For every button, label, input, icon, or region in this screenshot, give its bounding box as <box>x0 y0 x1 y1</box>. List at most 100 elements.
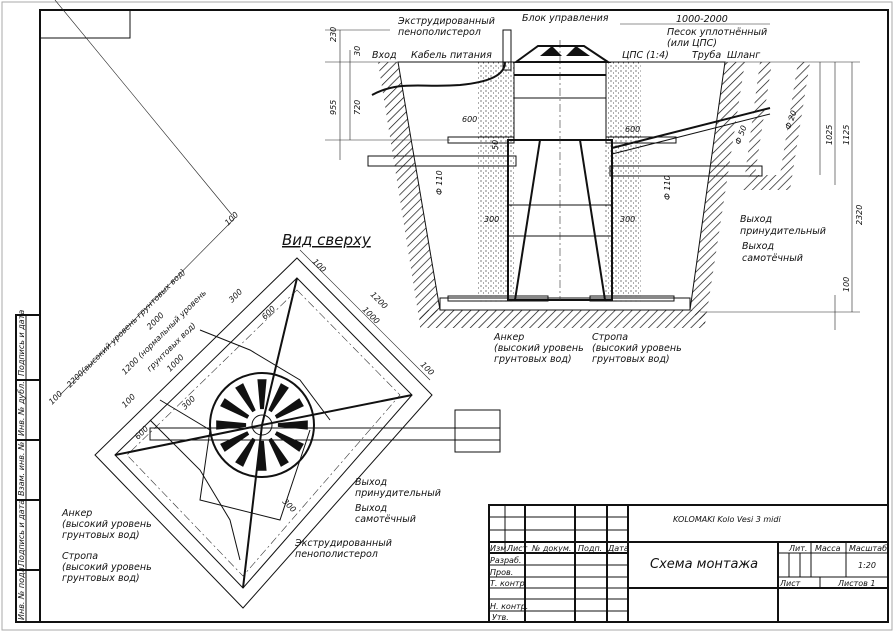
forced-outlet-label: Выход <box>740 214 772 225</box>
lid-spoke <box>274 398 304 419</box>
dim: 1000 <box>361 305 382 326</box>
header-cell: Лист <box>506 544 528 553</box>
outlet-pipe-top <box>149 427 501 441</box>
gravity-outlet-label: Выход <box>742 241 774 252</box>
control-unit-label: Блок управления <box>522 13 609 24</box>
lid-spoke <box>220 431 250 452</box>
role-cell: Пров. <box>490 568 513 577</box>
sling-label: (высокий уровень <box>62 562 152 573</box>
dim: 300 <box>620 215 635 224</box>
tank-lid <box>512 45 612 63</box>
sling-label: грунтовых вод) <box>62 573 140 584</box>
dim: 600 <box>462 115 477 124</box>
anchor-label: Анкер <box>493 332 524 343</box>
anchor-label: грунтовых вод) <box>494 354 572 365</box>
dim: 100 <box>311 257 328 274</box>
sand-backfill <box>397 61 726 311</box>
anchor-label: грунтовых вод) <box>62 530 140 541</box>
foam-label: пенополистерол <box>295 549 378 560</box>
tank-lid-top <box>209 372 315 478</box>
mass-label: Масса <box>815 544 841 553</box>
dim: 1025 <box>825 125 834 145</box>
dim: 600 <box>260 304 277 321</box>
dim: 50 <box>491 140 500 150</box>
dim: Ф 50 <box>733 124 748 146</box>
dim: 230 <box>329 27 338 42</box>
anchor-label: (высокий уровень <box>62 519 152 530</box>
lid-spoke <box>268 437 289 467</box>
soil-hatch <box>420 310 705 328</box>
dim: 300 <box>484 215 499 224</box>
side-strip: Подпись и дата Инв. № дубл. Взам. инв. №… <box>15 310 41 623</box>
inlet-pipe <box>367 155 517 167</box>
dim: 30 <box>353 46 362 56</box>
sand-label: (или ЦПС) <box>667 38 717 49</box>
dim: Ф 110 <box>663 175 672 200</box>
title-block: KOLOMAKI Kolo Vesi 3 midi Изм. Лист № до… <box>488 504 889 623</box>
role-cell: Разраб. <box>490 556 521 565</box>
sling-label: Стропа <box>62 551 98 562</box>
header-cell: Подп. <box>578 544 602 553</box>
gravity-outlet-label: Выход <box>355 503 387 514</box>
dim: 100 <box>419 360 436 377</box>
header-cell: Изм. <box>490 544 509 553</box>
lid-spoke <box>274 431 304 452</box>
outlet-pipe <box>609 165 763 177</box>
dim: 100 <box>120 392 137 409</box>
sling-label: (высокий уровень <box>592 343 682 354</box>
sand-label: Песок уплотнённый <box>667 27 767 38</box>
sling-label: грунтовых вод) <box>592 354 670 365</box>
dim: 600 <box>133 424 150 441</box>
cps-label: ЦПС (1:4) <box>622 50 669 61</box>
control-unit <box>502 29 512 71</box>
soil-hatch <box>378 62 440 325</box>
lid-spoke <box>257 440 267 471</box>
header-cell: № докум. <box>531 544 571 553</box>
lit-label: Лит. <box>788 544 807 553</box>
scale-label: Масштаб <box>849 544 887 553</box>
soil-hatch <box>690 62 745 325</box>
side-label: Подпись и дата <box>17 500 26 566</box>
dim: 955 <box>329 100 338 115</box>
power-cable <box>371 61 506 96</box>
lid-spoke <box>216 420 247 430</box>
lid-spoke <box>268 383 289 413</box>
foam-label: пенополистерол <box>398 27 481 38</box>
dim: 720 <box>353 100 362 115</box>
lid-spoke <box>235 437 256 467</box>
dim: 100 <box>223 210 240 227</box>
hose-label: Шланг <box>727 50 761 61</box>
pit-outline <box>94 257 433 609</box>
anchor-label: (высокий уровень <box>494 343 584 354</box>
foam-label: Экструдированный <box>294 538 392 549</box>
header-cell: Дата <box>607 544 629 553</box>
dim: 1125 <box>842 125 851 145</box>
foam-insulation <box>605 136 677 144</box>
dim: Ф 110 <box>435 170 444 195</box>
dim: 1200 <box>369 290 390 311</box>
cps-fill <box>605 62 641 302</box>
dim: 2320 <box>855 205 864 225</box>
dim: 300 <box>227 287 244 304</box>
sling <box>114 423 264 589</box>
distance-dim: 1000-2000 <box>676 14 728 25</box>
dim: 1200 (нормальный уровень <box>120 288 208 376</box>
role-cell: Н. контр. <box>490 602 528 611</box>
side-label: Инв. № дубл. <box>17 381 26 436</box>
anchor-label: Анкер <box>61 508 92 519</box>
lid-spoke <box>235 383 256 413</box>
sling-label: Стропа <box>592 332 628 343</box>
scale-value: 1:20 <box>858 561 876 570</box>
foam-label: Экструдированный <box>397 16 495 27</box>
gravity-outlet-label: самотёчный <box>355 514 416 525</box>
section-view: Экструдированный пенополистерол Блок упр… <box>325 13 864 365</box>
forced-outlet-label: Выход <box>355 477 387 488</box>
dim: 100 <box>47 389 64 406</box>
lid-spoke <box>220 398 250 419</box>
side-label: Взам. инв. № <box>17 442 26 496</box>
lid-spoke <box>277 420 308 430</box>
dim: 600 <box>625 125 640 134</box>
role-cell: Т. контр. <box>490 579 527 588</box>
drawing-title: Схема монтажа <box>650 557 758 572</box>
